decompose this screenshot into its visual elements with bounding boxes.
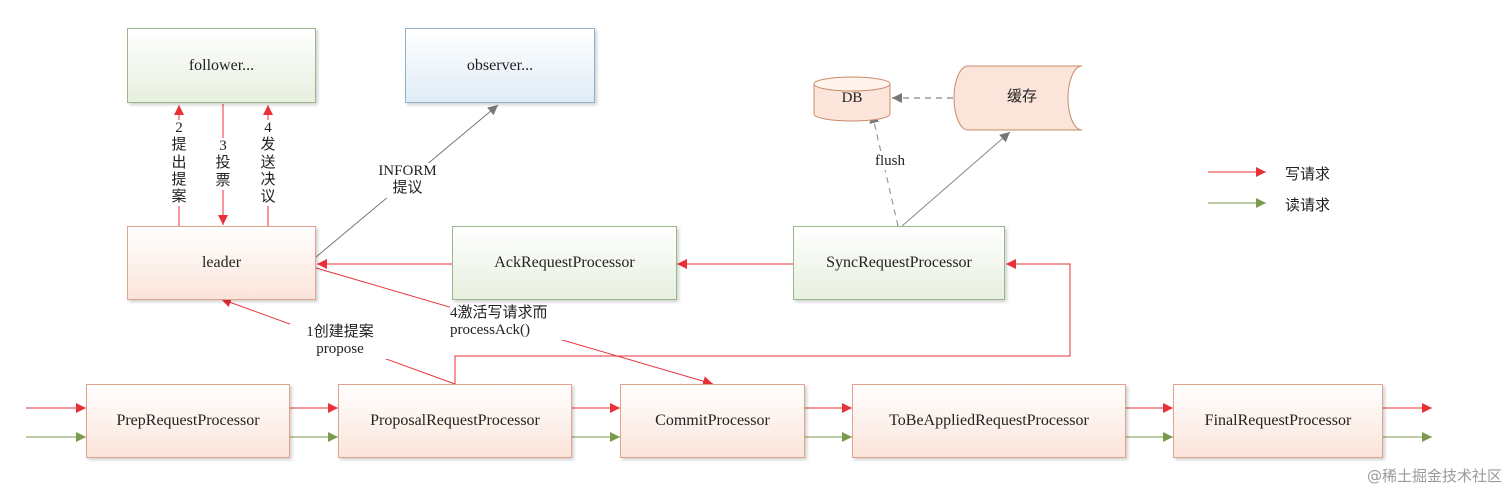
sync-request-processor-node: SyncRequestProcessor: [793, 226, 1005, 300]
follower-label: follower...: [188, 56, 255, 74]
leader-label: leader: [201, 254, 242, 271]
db-label: DB: [841, 90, 863, 106]
edge-sync-to-cache: [901, 131, 1011, 227]
prep-label: PrepRequestProcessor: [116, 412, 260, 429]
observer-label: observer...: [466, 56, 534, 74]
final-request-processor-node: FinalRequestProcessor: [1173, 384, 1383, 458]
label-step4-commit: 4发送决议: [258, 120, 278, 207]
sync-label: SyncRequestProcessor: [826, 254, 972, 271]
label-inform: INFORM 提议: [360, 163, 455, 198]
cache-storage-shape: [953, 65, 1083, 131]
final-label: FinalRequestProcessor: [1204, 412, 1352, 429]
label-flush: flush: [862, 153, 918, 171]
label-activate-write: 4激活写请求而 processAck(): [450, 305, 575, 340]
observer-node: observer...: [405, 28, 595, 103]
label-create-line1: 1创建提案: [306, 324, 374, 340]
db-cylinder-shape: [813, 76, 891, 122]
label-inform-line1: INFORM: [378, 163, 437, 179]
watermark: @稀土掘金技术社区: [1366, 467, 1502, 485]
tobe-applied-request-processor-node: ToBeAppliedRequestProcessor: [852, 384, 1126, 458]
label-activate-line2: processAck(): [450, 322, 530, 339]
tobe-label: ToBeAppliedRequestProcessor: [889, 412, 1089, 429]
ack-request-processor-node: AckRequestProcessor: [452, 226, 677, 300]
commit-label: CommitProcessor: [655, 412, 770, 429]
proposal-request-processor-node: ProposalRequestProcessor: [338, 384, 572, 458]
leader-node: leader: [127, 226, 316, 300]
label-activate-line1: 4激活写请求而: [450, 305, 548, 321]
label-inform-line2: 提议: [392, 180, 423, 197]
label-create-proposal: 1创建提案 propose: [290, 324, 390, 359]
label-step2-proposal: 2提出提案: [169, 120, 189, 207]
label-create-line2: propose: [316, 341, 364, 358]
edge-proposal-to-sync: [454, 259, 1071, 384]
commit-processor-node: CommitProcessor: [620, 384, 805, 458]
prep-request-processor-node: PrepRequestProcessor: [86, 384, 290, 458]
legend-read-label: 读请求: [1285, 198, 1331, 214]
proposal-label: ProposalRequestProcessor: [370, 412, 540, 429]
follower-node: follower...: [127, 28, 316, 103]
legend-write-label: 写请求: [1285, 167, 1331, 183]
cache-label: 缓存: [1006, 89, 1037, 105]
label-step3-vote: 3投票: [213, 138, 233, 190]
ack-label: AckRequestProcessor: [494, 254, 635, 271]
